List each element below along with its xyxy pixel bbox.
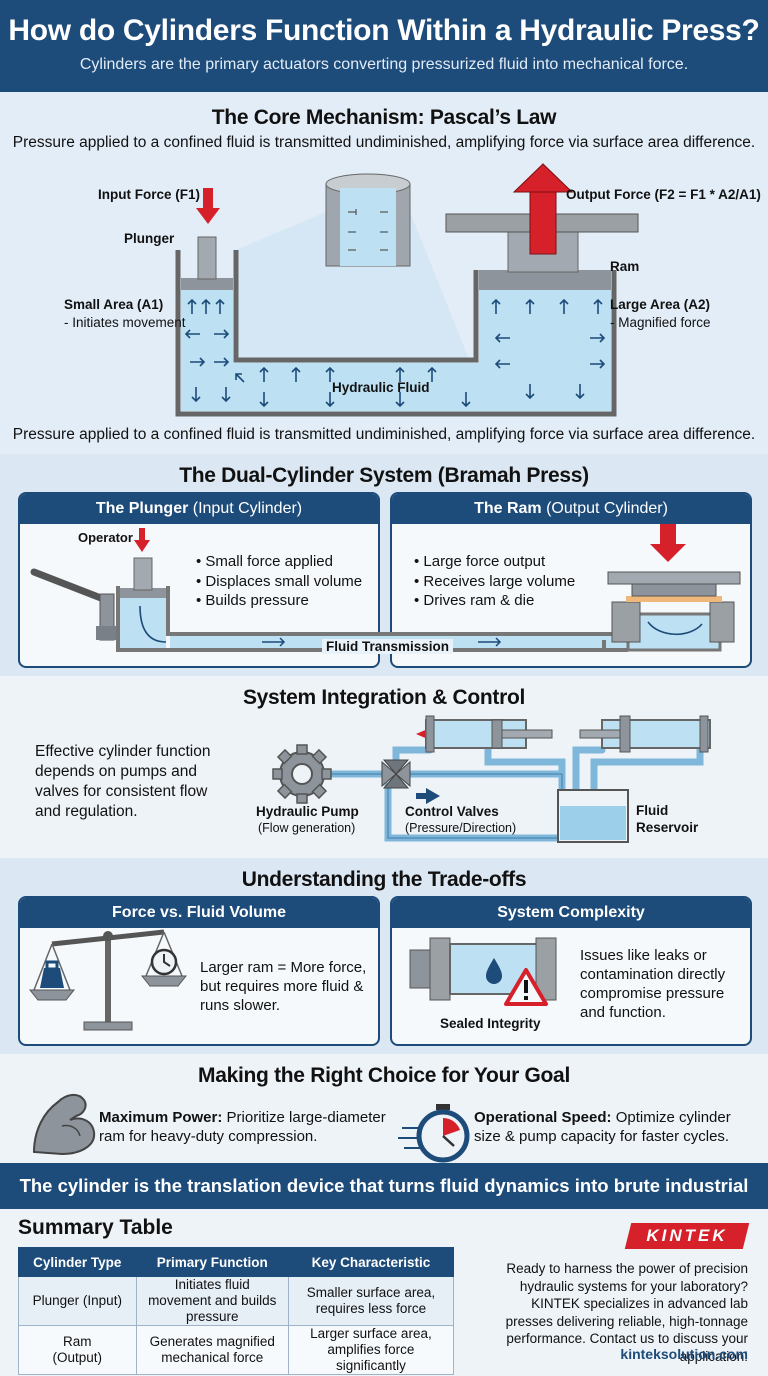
table-header: Key Characteristic <box>287 1247 455 1277</box>
table-header: Cylinder Type <box>18 1247 137 1277</box>
tradeoffs-icons <box>28 929 557 1031</box>
valves-sublabel: (Pressure/Direction) <box>405 821 517 835</box>
input-force-label: Input Force (F1) <box>98 187 200 202</box>
table-cell: Ram (Output) <box>18 1325 137 1375</box>
pressure-arrows <box>184 298 606 408</box>
force-volume-text: Larger ram = More force, but requires mo… <box>200 959 367 1014</box>
small-area-label: Small Area (A1) <box>64 297 164 312</box>
speed-choice-text: Optimize cylinder size & pump capacity f… <box>474 1109 731 1145</box>
pascal-section: The Core Mechanism: Pascal’s Law Pressur… <box>0 92 768 454</box>
reservoir-label-2: Reservoir <box>636 820 699 835</box>
fluid-transmission-label: Fluid Transmission <box>322 639 454 654</box>
sealed-integrity-label: Sealed Integrity <box>440 1016 541 1031</box>
summary-title: Summary Table <box>18 1216 173 1239</box>
valves-label: Control Valves <box>405 804 499 819</box>
page-title: How do Cylinders Function Within a Hydra… <box>8 14 760 47</box>
ram-bullet: Receives large volume <box>414 572 575 592</box>
integration-text: Effective cylinder function depends on p… <box>35 743 211 820</box>
large-area-note: - Magnified force <box>610 315 711 330</box>
complexity-card-title: System Complexity <box>392 898 750 928</box>
kintek-logo: KINTEK <box>624 1223 750 1249</box>
speed-choice: Operational Speed: Optimize cylinder siz… <box>474 1108 748 1146</box>
table-cell: Initiates fluid movement and builds pres… <box>135 1276 289 1326</box>
ram-bullets: Large force output Receives large volume… <box>414 552 575 611</box>
conclusion-banner: The cylinder is the translation device t… <box>0 1163 768 1242</box>
plunger-bullet: Builds pressure <box>196 591 362 611</box>
plunger-bullet: Small force applied <box>196 552 362 572</box>
plunger-bullets: Small force applied Displaces small volu… <box>196 552 362 611</box>
plunger-label: Plunger <box>124 231 175 246</box>
pascal-title: The Core Mechanism: Pascal’s Law <box>211 106 557 129</box>
choice-section: Making the Right Choice for Your Goal Ma… <box>0 1054 768 1163</box>
table-row: Plunger (Input) Initiates fluid movement… <box>18 1276 455 1326</box>
choice-icons <box>32 1094 470 1163</box>
complexity-text: Issues like leaks or contamination direc… <box>580 947 726 1021</box>
power-choice: Maximum Power: Prioritize large-diameter… <box>99 1108 395 1146</box>
scale-icon <box>28 929 188 1031</box>
sealed-cylinder-icon <box>409 937 557 1006</box>
bramah-title: The Dual-Cylinder System (Bramah Press) <box>179 464 589 487</box>
valve-icon <box>381 759 411 789</box>
power-choice-text: Prioritize large-diameter ram for heavy-… <box>99 1109 386 1145</box>
table-cell: Smaller surface area, requires less forc… <box>287 1276 455 1326</box>
choice-title: Making the Right Choice for Your Goal <box>198 1064 570 1087</box>
summary-table: Cylinder Type Primary Function Key Chara… <box>18 1247 455 1375</box>
output-force-label: Output Force (F2 = F1 * A2/A1) <box>566 187 761 202</box>
integration-diagram <box>272 715 711 843</box>
small-area-note: - Initiates movement <box>64 315 186 330</box>
page-subtitle: Cylinders are the primary actuators conv… <box>79 56 689 73</box>
page-header: How do Cylinders Function Within a Hydra… <box>0 0 768 92</box>
integration-section: System Integration & Control Effective c… <box>0 676 768 858</box>
pascal-caption-bottom: Pressure applied to a confined fluid is … <box>12 426 756 443</box>
brand-text: Ready to harness the power of precision … <box>505 1261 748 1364</box>
plunger-card-header: The Plunger (Input Cylinder) <box>20 494 378 524</box>
table-cell: Larger surface area, amplifies force sig… <box>287 1325 455 1375</box>
table-row: Ram (Output) Generates magnified mechani… <box>18 1325 455 1375</box>
pascal-diagram <box>175 163 639 417</box>
table-cell: Generates magnified mechanical force <box>135 1325 289 1375</box>
table-header: Primary Function <box>135 1247 289 1277</box>
tradeoffs-section: Understanding the Trade-offs Force vs. F… <box>0 858 768 1054</box>
ram-bullet: Large force output <box>414 552 575 572</box>
ram-label: Ram <box>610 259 640 274</box>
ram-bullet: Drives ram & die <box>414 591 575 611</box>
pascal-caption-top: Pressure applied to a confined fluid is … <box>12 134 756 151</box>
brand-url[interactable]: kinteksolution.com <box>620 1346 748 1362</box>
pump-sublabel: (Flow generation) <box>258 821 356 835</box>
plunger-bullet: Displaces small volume <box>196 572 362 592</box>
ram-card-title-bold: The Ram <box>474 500 542 517</box>
large-area-label: Large Area (A2) <box>610 297 711 312</box>
pump-label: Hydraulic Pump <box>256 804 359 819</box>
reservoir-label-1: Fluid <box>636 803 669 818</box>
kintek-logo-text: KINTEK <box>646 1226 728 1245</box>
operator-label: Operator <box>78 530 133 545</box>
table-cell: Plunger (Input) <box>18 1276 137 1326</box>
bramah-section: The Dual-Cylinder System (Bramah Press) … <box>0 454 768 676</box>
muscle-arm-icon <box>32 1094 96 1156</box>
tradeoffs-title: Understanding the Trade-offs <box>241 868 527 891</box>
ram-card-header: The Ram (Output Cylinder) <box>392 494 750 524</box>
hydraulic-fluid-label: Hydraulic Fluid <box>332 380 430 395</box>
plunger-card-title-rest: (Input Cylinder) <box>188 500 303 517</box>
gear-icon <box>272 744 332 804</box>
power-choice-bold: Maximum Power: <box>99 1109 223 1126</box>
plunger-card-title-bold: The Plunger <box>95 500 189 517</box>
table-header-row: Cylinder Type Primary Function Key Chara… <box>18 1247 455 1277</box>
speed-choice-bold: Operational Speed: <box>474 1109 612 1126</box>
bramah-diagram <box>30 524 741 652</box>
force-volume-card-title: Force vs. Fluid Volume <box>20 898 378 928</box>
integration-title: System Integration & Control <box>242 686 526 709</box>
stopwatch-icon <box>398 1104 470 1163</box>
ram-card-title-rest: (Output Cylinder) <box>541 500 668 517</box>
force-volume-card: Force vs. Fluid Volume <box>18 896 380 1046</box>
